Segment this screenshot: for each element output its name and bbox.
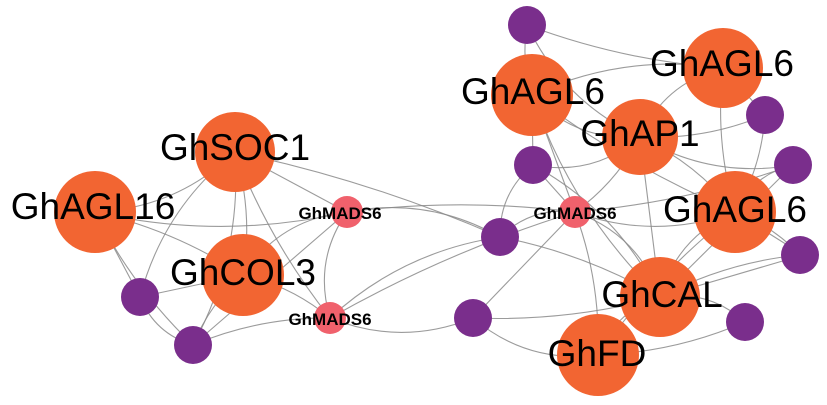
- neighbor-node: [121, 278, 159, 316]
- node-label-col3: GhCOL3: [170, 252, 316, 293]
- node-label-agl16: GhAGL16: [11, 186, 176, 227]
- node-label-cal: GhCAL: [601, 274, 722, 315]
- neighbor-node: [454, 299, 492, 337]
- node-agl6_c: [694, 171, 776, 253]
- neighbor-node: [508, 6, 546, 44]
- node-mads_left_top: [331, 196, 363, 228]
- nodes-layer: [54, 6, 819, 396]
- node-label-fd: GhFD: [548, 333, 647, 374]
- node-label-agl6_a: GhAGL6: [461, 71, 605, 112]
- neighbor-node: [481, 218, 519, 256]
- node-agl6_b: [683, 28, 763, 108]
- node-label-mads_right: GhMADS6: [533, 204, 616, 223]
- node-soc1: [195, 112, 275, 192]
- neighbor-node: [174, 326, 212, 364]
- neighbor-node: [781, 236, 819, 274]
- node-agl16: [54, 171, 136, 253]
- node-mads_left_bottom: [314, 302, 346, 334]
- edge: [574, 164, 794, 213]
- node-label-soc1: GhSOC1: [160, 127, 310, 168]
- node-fd: [557, 314, 639, 396]
- node-mads_right: [559, 196, 591, 228]
- node-label-mads_left_top: GhMADS6: [298, 204, 381, 223]
- node-col3: [202, 234, 284, 316]
- neighbor-node: [726, 303, 764, 341]
- node-cal: [620, 257, 700, 337]
- labels-layer: GhSOC1GhAGL16GhCOL3GhMADS6GhMADS6GhAGL6G…: [11, 43, 807, 374]
- node-label-ap1: GhAP1: [580, 113, 699, 154]
- neighbor-node: [514, 146, 552, 184]
- node-label-mads_left_bottom: GhMADS6: [288, 310, 371, 329]
- neighbor-node: [774, 146, 812, 184]
- node-label-agl6_b: GhAGL6: [650, 43, 794, 84]
- node-ap1: [602, 99, 678, 175]
- edge: [346, 204, 576, 213]
- node-agl6_a: [491, 54, 573, 136]
- edge: [329, 236, 501, 319]
- edge: [329, 211, 576, 319]
- neighbor-node: [746, 96, 784, 134]
- node-label-agl6_c: GhAGL6: [663, 189, 807, 230]
